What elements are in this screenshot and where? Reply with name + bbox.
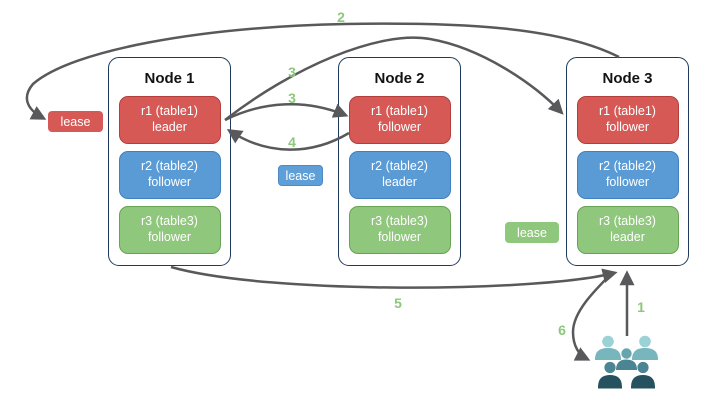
replica-role: follower [147, 175, 192, 189]
node-1-box: Node 1 r1 (table1) leader r2 (table2) fo… [108, 57, 231, 266]
replica-role: follower [147, 230, 192, 244]
person-icon [595, 335, 621, 360]
step-label-1: 1 [637, 299, 645, 315]
replica-role: follower [605, 175, 650, 189]
replica-label: r1 (table1) [599, 104, 656, 119]
replica-label: r2 (table2) [371, 159, 428, 174]
node-3-replica-r2: r2 (table2) follower [576, 151, 679, 199]
replica-label: r3 (table3) [141, 214, 198, 229]
users-icon [595, 335, 658, 389]
replica-label: r1 (table1) [141, 104, 198, 119]
replica-role: follower [605, 120, 650, 134]
person-icon [598, 361, 622, 389]
node-1-title: Node 1 [144, 70, 195, 87]
step-label-5: 5 [394, 295, 402, 311]
node-2-box: Node 2 r1 (table1) follower r2 (table2) … [338, 57, 461, 266]
node-3-title: Node 3 [602, 70, 653, 87]
step-label-3-lower: 3 [288, 90, 296, 106]
person-icon [631, 361, 655, 389]
lease-label-r1: lease [48, 111, 103, 132]
replica-role: follower [377, 230, 422, 244]
node-3-box: Node 3 r1 (table1) follower r2 (table2) … [566, 57, 689, 266]
node-1-replica-r2: r2 (table2) follower [118, 151, 221, 199]
node-2-replica-r3: r3 (table3) follower [348, 206, 451, 254]
step-label-2: 2 [337, 9, 345, 25]
replica-role: leader [382, 175, 417, 189]
replica-role: leader [152, 120, 187, 134]
node-2-title: Node 2 [374, 70, 425, 87]
node-2-replica-r1: r1 (table1) follower [348, 96, 451, 144]
step-label-4: 4 [288, 134, 296, 150]
step-label-3-upper: 3 [288, 64, 296, 80]
node-2-replica-r2: r2 (table2) leader [348, 151, 451, 199]
arrow-step-5 [170, 265, 618, 289]
replica-label: r2 (table2) [599, 159, 656, 174]
node-3-replica-r1: r1 (table1) follower [576, 96, 679, 144]
lease-label-r2: lease [278, 165, 323, 186]
replica-role: follower [377, 120, 422, 134]
replica-label: r3 (table3) [599, 214, 656, 229]
person-icon [616, 348, 637, 370]
replica-label: r3 (table3) [371, 214, 428, 229]
lease-label-r3: lease [505, 222, 559, 243]
step-label-6: 6 [558, 322, 566, 338]
replica-label: r2 (table2) [141, 159, 198, 174]
node-1-replica-r3: r3 (table3) follower [118, 206, 221, 254]
replica-label: r1 (table1) [371, 104, 428, 119]
replica-role: leader [610, 230, 645, 244]
person-icon [632, 335, 658, 360]
node-3-replica-r3: r3 (table3) leader [576, 206, 679, 254]
node-1-replica-r1: r1 (table1) leader [118, 96, 221, 144]
arrow-step-3-to-node2 [224, 103, 349, 122]
